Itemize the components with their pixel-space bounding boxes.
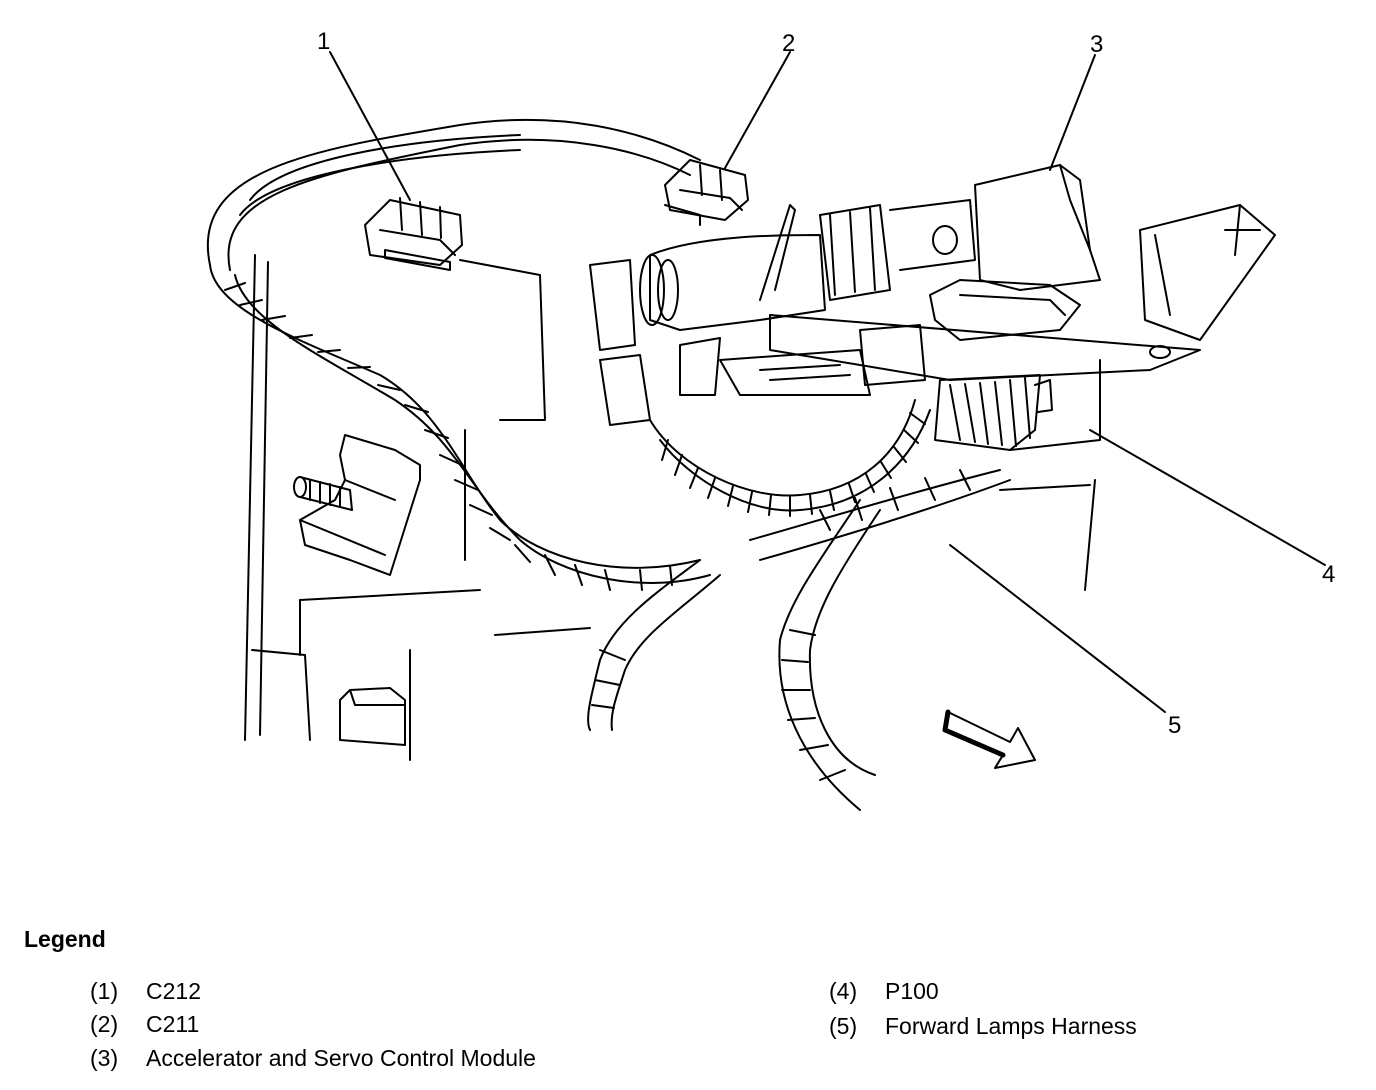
legend-item-number: (4) (829, 978, 858, 1004)
harness-diagram: 1 2 3 4 5 (207, 28, 1336, 811)
legend: Legend (1) C212 (2) C211 (3) Accelerator… (24, 922, 1354, 1082)
connector-c211-drawing (664, 159, 749, 226)
callout-4: 4 (1322, 561, 1336, 588)
callout-5: 5 (1168, 712, 1182, 739)
legend-item-label: C212 (146, 978, 201, 1004)
legend-item-number: (2) (90, 1011, 119, 1037)
legend-item-number: (5) (829, 1013, 858, 1039)
direction-arrow-icon (942, 709, 1036, 769)
line-drawing (207, 51, 1326, 811)
p100-bundle-drawing (934, 374, 1053, 451)
descending-harness (587, 469, 1011, 811)
servo-module-drawing (589, 164, 1276, 426)
legend-item-label: Accelerator and Servo Control Module (146, 1045, 536, 1071)
leader-lines (329, 51, 1326, 713)
dash-panel (244, 254, 1101, 761)
callout-3: 3 (1090, 31, 1104, 58)
lower-block (339, 687, 406, 746)
legend-item-label: C211 (146, 1011, 200, 1037)
legend-item-number: (3) (90, 1045, 119, 1071)
main-harness-loop (207, 118, 711, 591)
callout-2: 2 (782, 30, 796, 57)
ribbed-conduit (649, 399, 931, 517)
legend-item-number: (1) (90, 978, 119, 1004)
legend-item-label: P100 (885, 978, 939, 1004)
legend-item-label: Forward Lamps Harness (885, 1013, 1137, 1039)
connector-c212-drawing (364, 197, 463, 271)
mounting-stud (293, 434, 421, 576)
callout-1: 1 (317, 28, 331, 55)
legend-title: Legend (24, 926, 106, 952)
